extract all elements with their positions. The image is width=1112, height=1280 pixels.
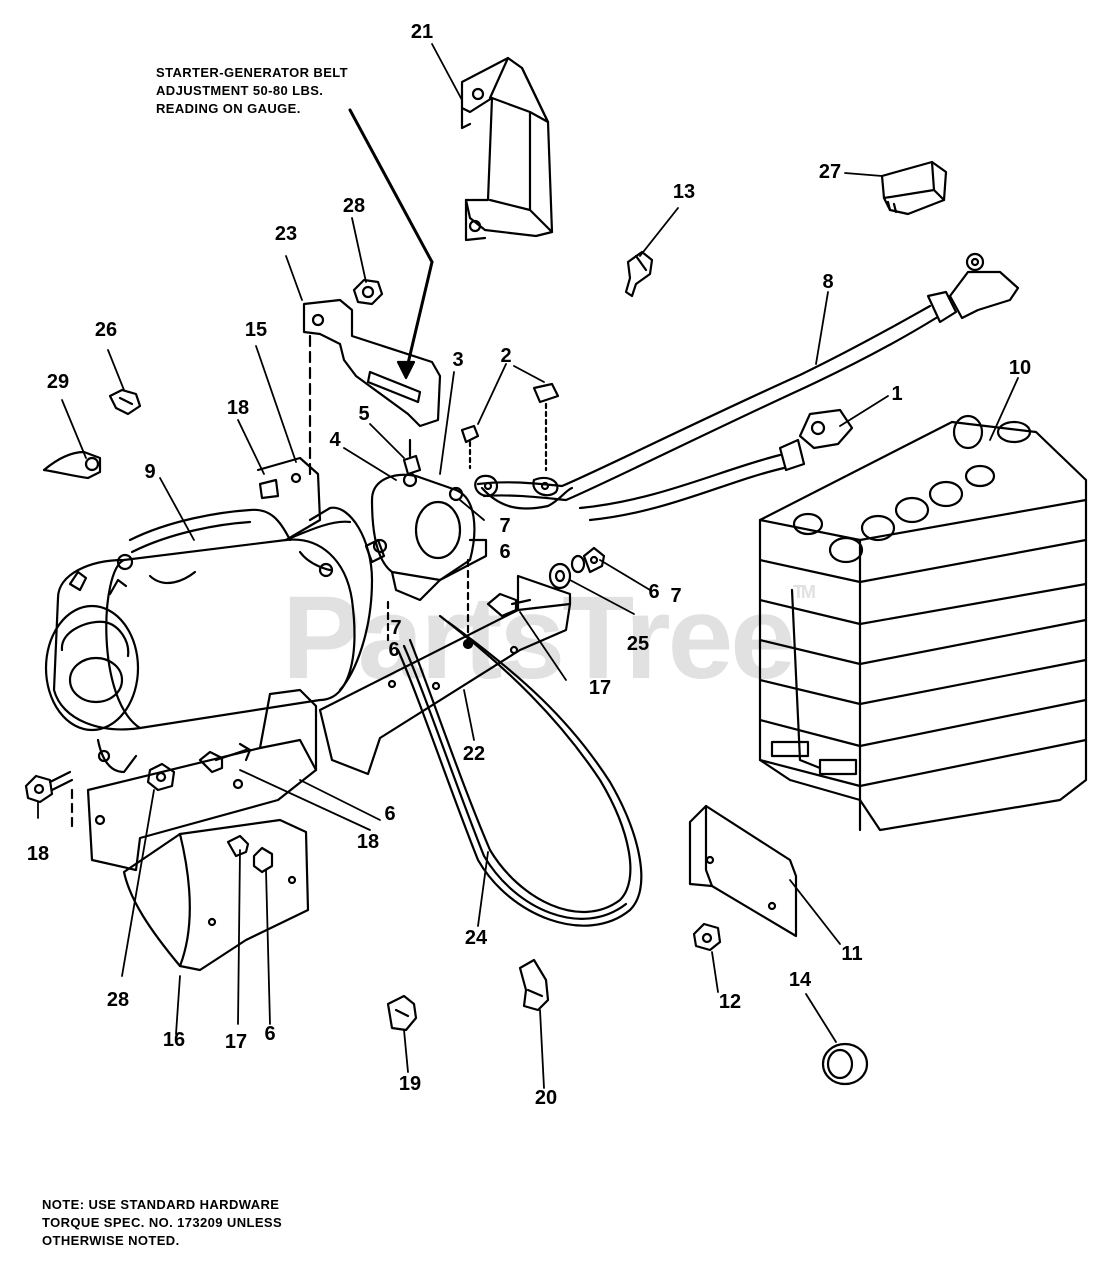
callout-24: 24	[464, 927, 488, 949]
callout-6e: 6	[264, 1023, 276, 1045]
bolt-upper	[486, 592, 532, 618]
wire-connector	[42, 450, 102, 480]
callout-17b: 17	[224, 1031, 248, 1053]
callout-2: 2	[500, 345, 512, 367]
callout-29: 29	[46, 371, 70, 393]
belt-adjustment-arrow	[348, 108, 434, 380]
mounting-bracket	[318, 558, 572, 776]
callout-6c: 6	[648, 581, 660, 603]
callout-13: 13	[672, 181, 696, 203]
callout-18b: 18	[356, 831, 380, 853]
clip-20	[518, 958, 550, 1012]
callout-7c: 7	[670, 585, 682, 607]
callout-9: 9	[144, 461, 156, 483]
solenoid	[364, 438, 488, 642]
callout-28b: 28	[106, 989, 130, 1011]
callout-28a: 28	[342, 195, 366, 217]
battery	[758, 414, 1088, 832]
callout-4: 4	[329, 429, 341, 451]
bolt-left	[24, 770, 74, 804]
callout-19: 19	[398, 1073, 422, 1095]
belt-note-line-2: ADJUSTMENT 50-80 LBS.	[156, 83, 324, 98]
hex-nut-top	[352, 278, 384, 306]
v-belt	[396, 614, 643, 927]
callout-3: 3	[452, 349, 464, 371]
callout-10: 10	[1008, 357, 1032, 379]
callout-7a: 7	[499, 515, 511, 537]
callout-23: 23	[274, 223, 298, 245]
callout-14: 14	[788, 969, 812, 991]
hardware-note-line-1: NOTE: USE STANDARD HARDWARE	[42, 1197, 280, 1212]
callout-8: 8	[822, 271, 834, 293]
callout-11: 11	[841, 943, 863, 965]
callout-17a: 17	[588, 677, 612, 699]
hold-down-strip	[688, 804, 798, 938]
washers-and-nut	[548, 546, 606, 590]
callout-7b: 7	[390, 617, 402, 639]
callout-5: 5	[358, 403, 370, 425]
callout-16: 16	[162, 1029, 186, 1051]
mounting-foot	[70, 688, 318, 972]
hardware-note-line-3: OTHERWISE NOTED.	[42, 1233, 180, 1248]
hardware-note-line-2: TORQUE SPEC. NO. 173209 UNLESS	[42, 1215, 283, 1230]
cable-clamp	[108, 388, 142, 416]
watermark-logo: PartsTreeTM	[282, 572, 816, 704]
callout-leaders	[37, 43, 1019, 1089]
callout-25: 25	[626, 633, 650, 655]
callout-1: 1	[891, 383, 903, 405]
callout-22: 22	[462, 743, 486, 765]
callout-6b: 6	[388, 639, 400, 661]
callout-21: 21	[410, 21, 434, 43]
belt-adjustment-note: STARTER-GENERATOR BELT ADJUSTMENT 50-80 …	[156, 64, 348, 118]
callout-12: 12	[718, 991, 742, 1013]
clip-19	[386, 994, 418, 1032]
grommet	[821, 1042, 869, 1086]
ground-wire	[460, 382, 574, 510]
callout-6d: 6	[384, 803, 396, 825]
belt-note-line-3: READING ON GAUGE.	[156, 101, 301, 116]
positive-cable	[578, 408, 854, 522]
callout-18a: 18	[226, 397, 250, 419]
hex-nut-12	[692, 922, 722, 952]
battery-cable	[476, 252, 1020, 502]
cable-clip-top	[624, 250, 654, 298]
belt-note-line-1: STARTER-GENERATOR BELT	[156, 65, 348, 80]
callout-27: 27	[818, 161, 842, 183]
callout-6a: 6	[499, 541, 511, 563]
callout-26: 26	[94, 319, 118, 341]
callout-18c: 18	[26, 843, 50, 865]
terminal-boot	[880, 160, 948, 216]
starter-generator	[44, 456, 374, 774]
belt-guard-bracket	[460, 56, 554, 242]
hardware-torque-note: NOTE: USE STANDARD HARDWARE TORQUE SPEC.…	[42, 1196, 282, 1250]
adjustment-bracket	[302, 298, 442, 482]
callout-15: 15	[244, 319, 268, 341]
callout-20: 20	[534, 1087, 558, 1109]
